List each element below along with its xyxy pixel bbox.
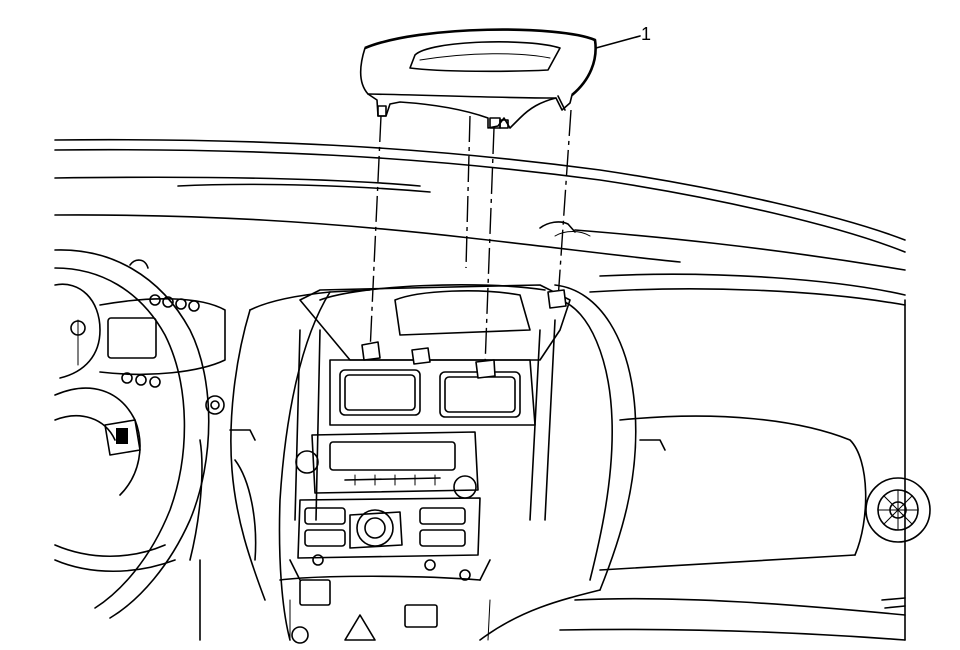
trim-panel-part-1 <box>359 28 597 129</box>
callout-leader-line <box>595 35 641 49</box>
instrument-cluster <box>54 259 226 641</box>
installation-guide-lines <box>369 109 572 367</box>
steering-wheel <box>54 249 210 619</box>
glovebox-handle <box>881 597 906 609</box>
center-stack-opening <box>230 284 637 641</box>
instrument-panel-top <box>54 138 906 306</box>
bezel-lower-left <box>229 429 257 561</box>
retaining-clips <box>361 289 567 379</box>
air-vent <box>865 477 931 543</box>
center-stack <box>279 284 571 644</box>
callout-label-1: 1 <box>641 24 652 44</box>
passenger-dash <box>559 299 906 641</box>
